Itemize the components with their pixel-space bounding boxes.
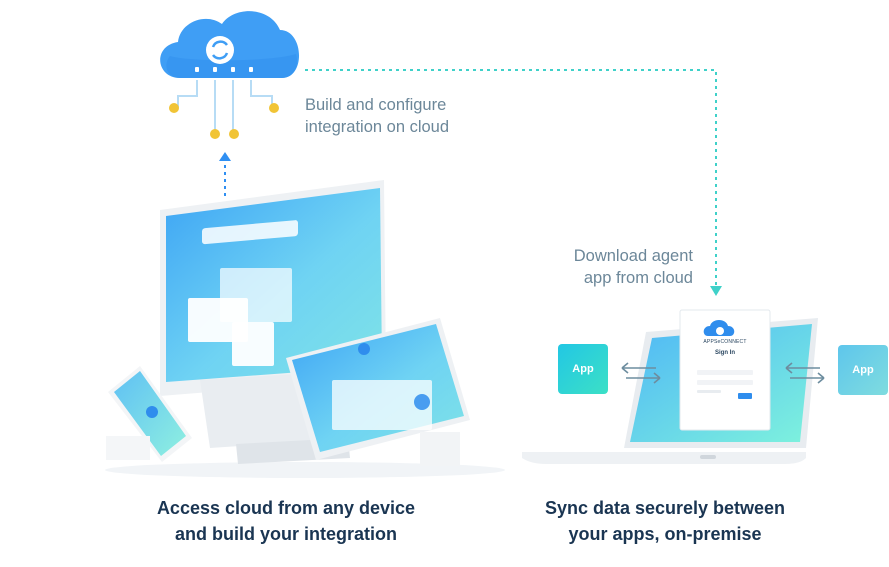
signin-brand: APPSeCONNECT xyxy=(703,339,747,345)
right-caption-line1: Sync data securely between xyxy=(544,498,786,518)
swap-arrows-icon xyxy=(785,362,825,384)
left-caption-line1: Access cloud from any device xyxy=(156,498,416,518)
device-scene xyxy=(105,180,505,478)
signin-card xyxy=(679,309,771,431)
cloud-step-text: Build and configure integration on cloud xyxy=(305,94,449,138)
right-caption-line2: your apps, on-premise xyxy=(568,524,762,544)
signin-title: Sign In xyxy=(715,350,735,356)
cloud-step-line2: integration on cloud xyxy=(305,118,450,136)
agent-step-line2: app from cloud xyxy=(583,269,693,287)
left-caption: Access cloud from any device and build y… xyxy=(106,495,466,547)
dotted-arrow-up xyxy=(219,152,231,196)
app-tile-right: App xyxy=(838,345,888,395)
agent-step-text: Download agent app from cloud xyxy=(540,245,693,289)
agent-step-line1: Download agent xyxy=(573,247,693,265)
app-tile-left: App xyxy=(558,344,608,394)
cloud-connectors xyxy=(177,80,273,132)
cloud-step-line1: Build and configure xyxy=(305,96,447,114)
app-label: App xyxy=(572,363,594,375)
swap-arrows-icon xyxy=(621,362,661,384)
cloud-icon xyxy=(160,11,300,79)
dotted-arrow-path xyxy=(305,69,722,296)
left-caption-line2: and build your integration xyxy=(175,524,397,544)
right-caption: Sync data securely between your apps, on… xyxy=(505,495,825,547)
app-label: App xyxy=(852,364,874,376)
connector-nodes xyxy=(169,103,279,139)
